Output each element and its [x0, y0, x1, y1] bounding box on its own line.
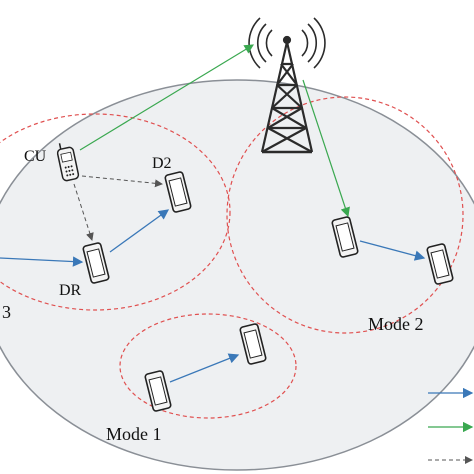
- mode3-label-fragment: 3: [2, 302, 11, 322]
- dr-label: DR: [59, 282, 82, 299]
- cu-to-tower-green-link: [79, 44, 255, 151]
- mode1-cluster: [119, 313, 297, 419]
- mode2-blue-link: [359, 240, 426, 261]
- mode2-label: Mode 2: [368, 314, 424, 334]
- mode1-blue-link: [169, 353, 240, 383]
- cellular-user-phone-icon: [56, 143, 80, 182]
- incoming-to-dr-blue-link: [0, 256, 84, 267]
- mode3-cluster: [0, 113, 231, 311]
- cu-to-dr-gray-dashed-link: [73, 183, 94, 241]
- cu-to-d2-gray-dashed-link: [81, 175, 163, 188]
- tower-to-mode2-green-link: [302, 79, 350, 218]
- cu-label: CU: [24, 148, 47, 165]
- mode1-label: Mode 1: [106, 424, 162, 444]
- cell-coverage-area: [0, 79, 474, 471]
- d2-label: D2: [152, 155, 172, 172]
- dr-to-d2-blue-link: [109, 209, 170, 253]
- cell-tower-icon: [248, 17, 326, 154]
